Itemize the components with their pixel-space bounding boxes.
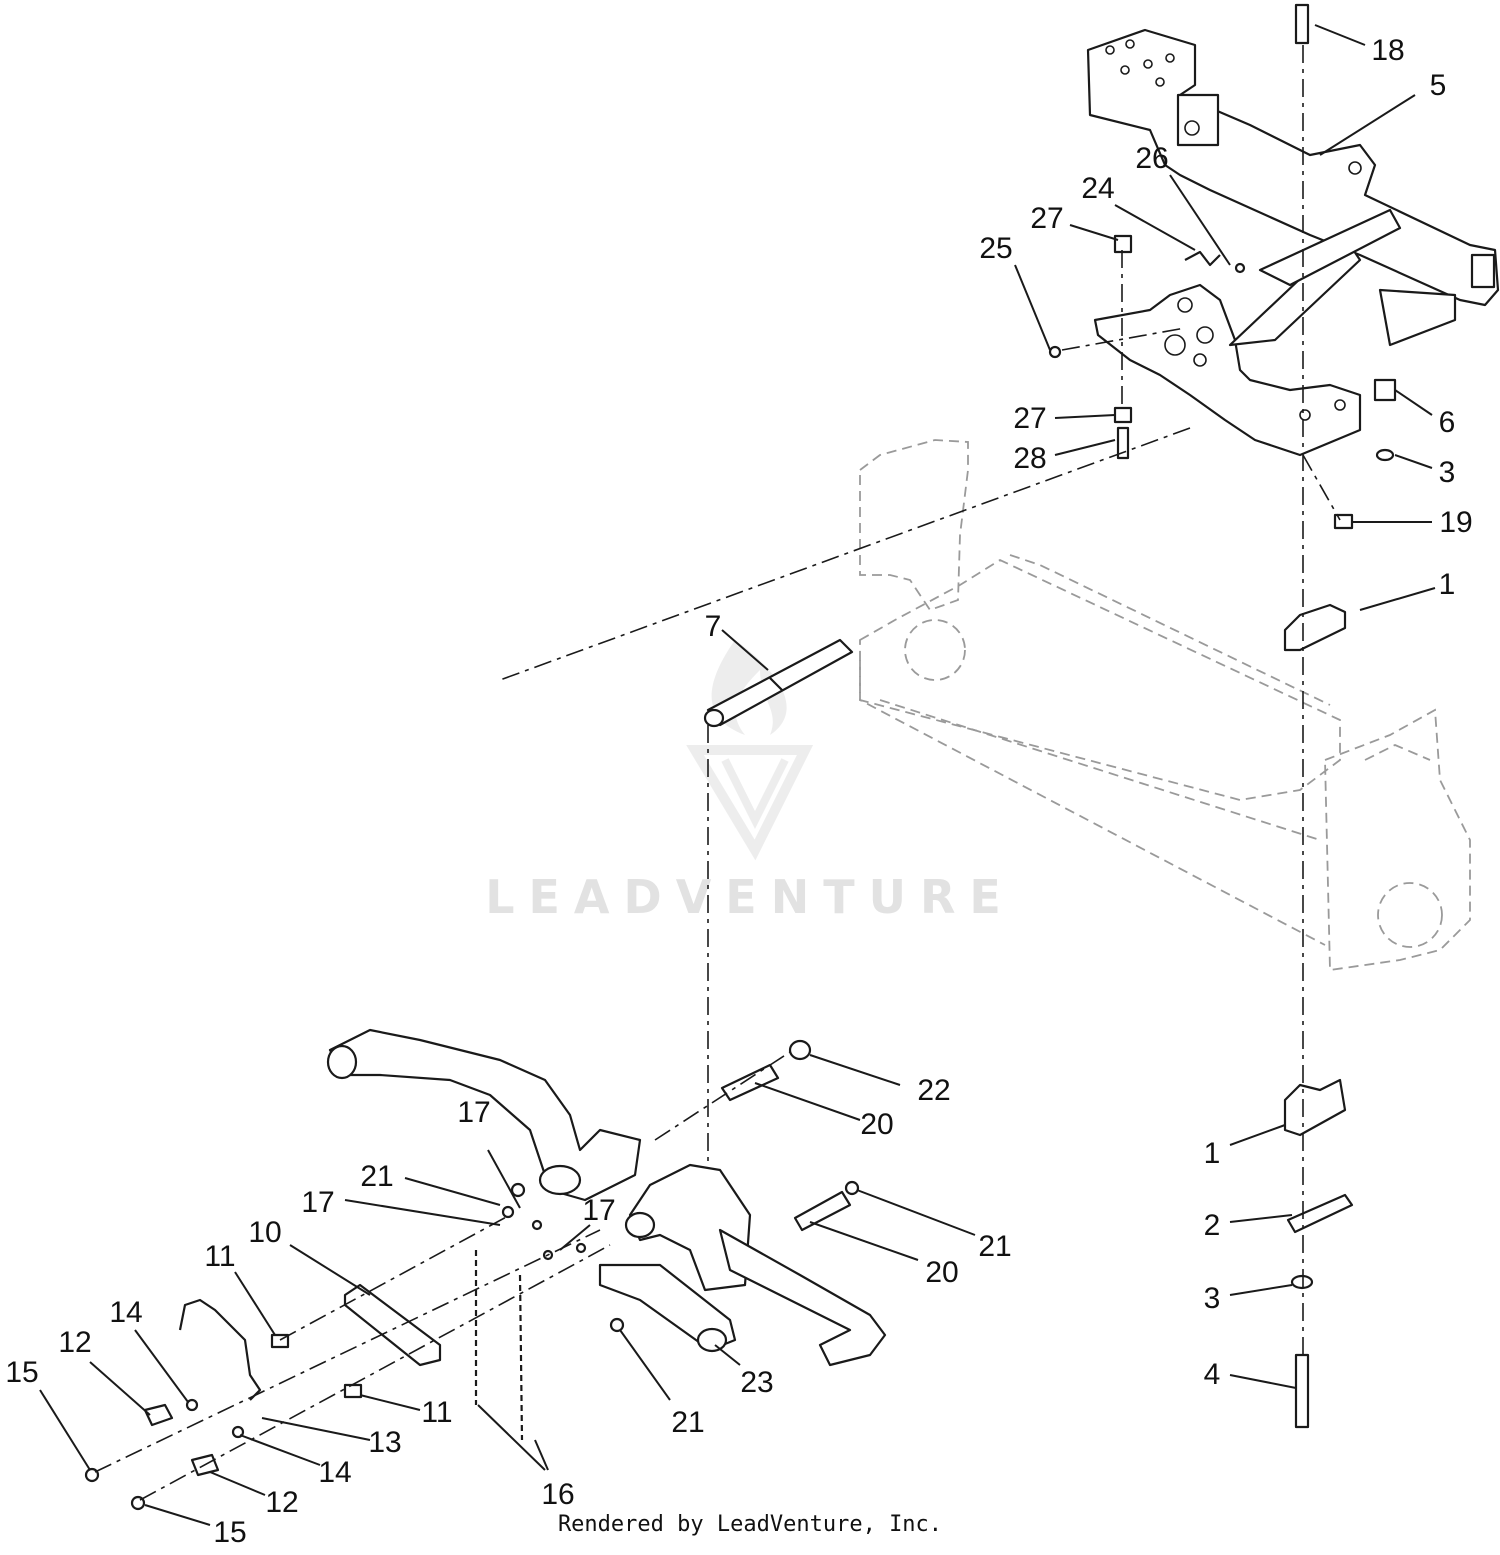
assembly-axes: [94, 45, 1341, 1501]
part-23-cylinder: [598, 1263, 737, 1353]
callout-1b: 1: [1204, 1137, 1221, 1170]
left-linkage-hardware: [84, 1182, 625, 1511]
callout-10: 10: [248, 1216, 281, 1249]
callout-5: 5: [1430, 69, 1447, 102]
callout-3: 3: [1439, 456, 1456, 489]
callout-11b: 11: [421, 1396, 452, 1429]
callout-labels: 18 5 26 24 27 25 27 28 6 3 19 1 7 22 20 …: [5, 34, 1472, 1549]
callout-21c: 21: [978, 1230, 1011, 1263]
chassis-frame-ghost: [859, 439, 1471, 972]
callout-17: 17: [457, 1096, 490, 1129]
callout-4: 4: [1204, 1358, 1221, 1391]
callout-15: 15: [5, 1356, 38, 1389]
callout-21: 21: [360, 1160, 393, 1193]
callout-6: 6: [1439, 406, 1456, 439]
callout-1: 1: [1439, 568, 1456, 601]
callout-7: 7: [705, 610, 722, 643]
callout-28: 28: [1013, 442, 1046, 475]
pins-20-22: [720, 1039, 860, 1232]
pedal-arm-lower: [624, 1163, 887, 1367]
callout-19: 19: [1439, 506, 1472, 539]
callout-20b: 20: [925, 1256, 958, 1289]
callout-3b: 3: [1204, 1282, 1221, 1315]
footer-credit: Rendered by LeadVenture, Inc.: [557, 1512, 943, 1537]
callout-14: 14: [109, 1296, 142, 1329]
callout-16: 16: [541, 1478, 574, 1511]
callout-11: 11: [204, 1240, 235, 1273]
part-16-chains: [474, 1250, 524, 1441]
callout-13: 13: [368, 1426, 401, 1459]
pedal-arm-upper: [326, 1028, 642, 1202]
callout-22: 22: [917, 1074, 950, 1107]
watermark-text: LEADVENTURE: [485, 870, 1015, 924]
callout-26: 26: [1135, 142, 1168, 175]
callout-20: 20: [860, 1108, 893, 1141]
callout-27: 27: [1030, 202, 1063, 235]
callout-17b: 17: [301, 1186, 334, 1219]
lower-right-hardware: [1283, 603, 1354, 1429]
part-5-upper-frame: [1086, 28, 1500, 307]
callout-18: 18: [1371, 34, 1404, 67]
callout-14b: 14: [318, 1456, 351, 1489]
callout-12: 12: [58, 1326, 91, 1359]
callout-12b: 12: [265, 1486, 298, 1519]
watermark: LEADVENTURE: [485, 640, 1015, 924]
callout-2: 2: [1204, 1209, 1221, 1242]
callout-17c: 17: [582, 1194, 615, 1227]
callout-15b: 15: [213, 1516, 246, 1549]
callout-24: 24: [1081, 172, 1114, 205]
callout-27b: 27: [1013, 402, 1046, 435]
lift-bracket-assembly: [1093, 208, 1457, 457]
callout-25: 25: [979, 232, 1012, 265]
part-7-pivot-shaft: [703, 638, 854, 728]
hardware-top: [1048, 3, 1397, 530]
callout-23: 23: [740, 1366, 773, 1399]
callout-21b: 21: [671, 1406, 704, 1439]
callout-leaders: [39, 24, 1436, 1526]
